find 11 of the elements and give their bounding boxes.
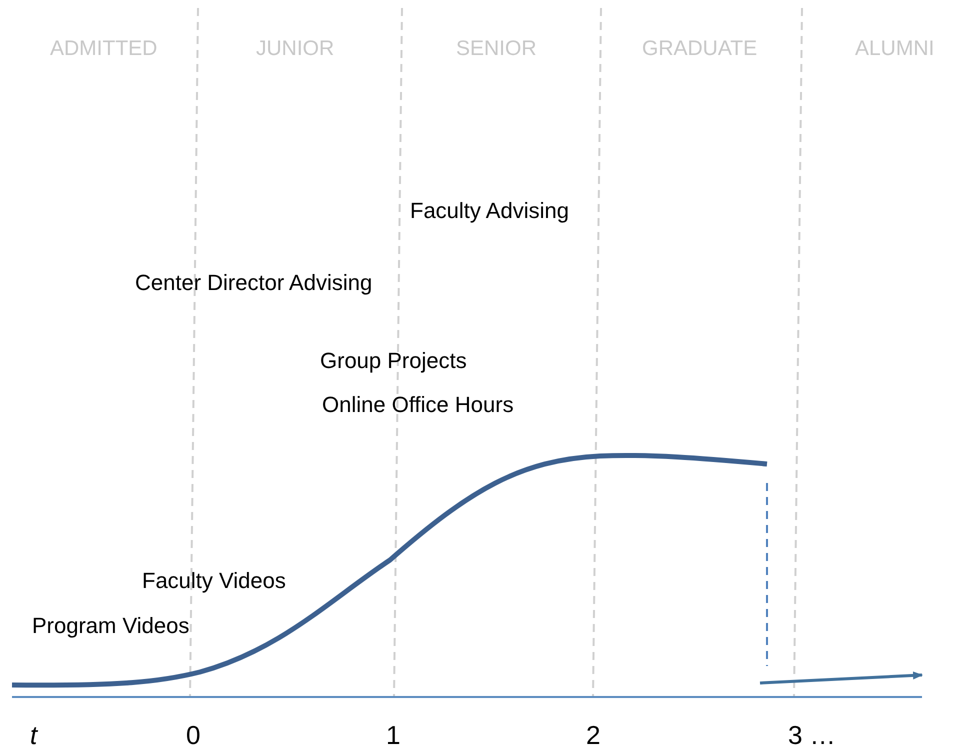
tick-label: 3 … — [788, 722, 836, 748]
activity-label: Program Videos — [32, 615, 190, 637]
activity-label: Center Director Advising — [135, 272, 372, 294]
tick-label: 2 — [586, 722, 600, 748]
activity-label: Faculty Videos — [142, 570, 286, 592]
activity-label: Online Office Hours — [322, 394, 514, 416]
activity-label: Group Projects — [320, 350, 467, 372]
tick-label: 0 — [186, 722, 200, 748]
axis-label: t — [30, 722, 38, 748]
tick-label: 1 — [386, 722, 400, 748]
activity-label: Faculty Advising — [410, 200, 569, 222]
